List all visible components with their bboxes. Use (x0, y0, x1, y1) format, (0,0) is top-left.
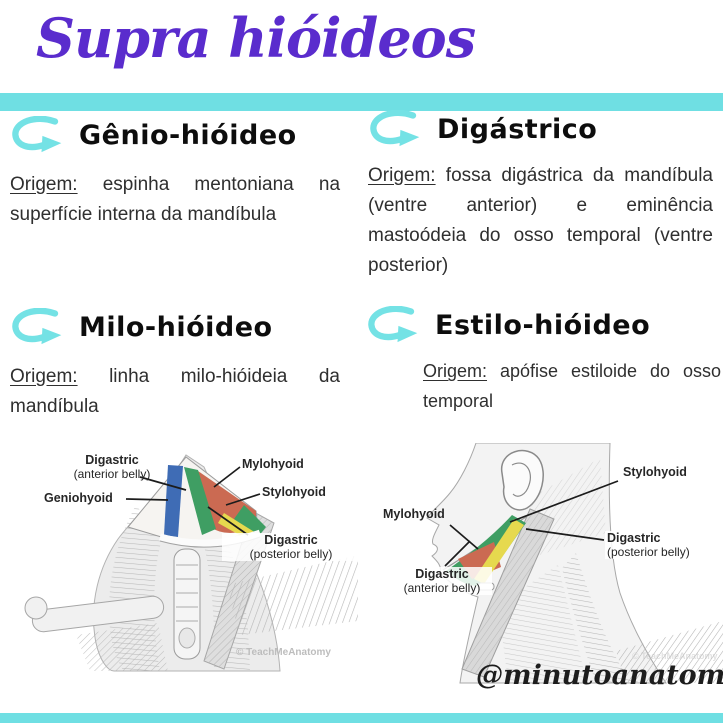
muscle-label-stylohyoid: Stylohyoid (623, 465, 687, 479)
section-digastrico: Digástrico Origem: fossa digástrica da m… (368, 110, 718, 300)
muscle-label-geniohyoid: Geniohyoid (44, 491, 113, 505)
section-genio-hioideo: Gênio-hióideo Origem: espinha mentoniana… (10, 116, 358, 249)
bottom-accent-bar (0, 713, 723, 723)
page-title: Supra hióideos (36, 6, 476, 70)
origin-paragraph: Origem: fossa digástrica da mandíbula (v… (368, 161, 713, 281)
origin-label: Origem: (10, 174, 78, 195)
watermark: © TeachMeAnatomy (632, 651, 718, 661)
instagram-handle: @minutoanatomico (476, 660, 723, 691)
curved-arrow-icon (370, 110, 420, 147)
watermark: © TeachMeAnatomy (236, 647, 331, 658)
muscle-label-digastric-anterior: Digastric (anterior belly) (392, 567, 492, 595)
curved-arrow-icon (368, 306, 418, 343)
section-estilo-hioideo: Estilo-hióideo Origem: apófise estiloide… (366, 306, 721, 434)
top-accent-bar (0, 93, 723, 111)
pointer-lines (125, 466, 261, 536)
origin-text: espinha mentoniana na superfície interna… (10, 174, 341, 225)
origin-label: Origem: (368, 165, 436, 186)
origin-label: Origem: (423, 361, 488, 381)
origin-text: apófise estiloide do osso temporal (423, 361, 721, 411)
curved-arrow-icon (12, 308, 62, 345)
origin-text: linha milo-hióideia da mandíbula (10, 366, 341, 417)
section-title: Digástrico (437, 113, 598, 145)
origin-text: fossa digástrica da mandíbula (ventre an… (368, 165, 714, 276)
muscle-label-stylohyoid: Stylohyoid (262, 485, 326, 499)
muscle-label-digastric-anterior: Digastric (anterior belly) (73, 453, 151, 481)
neck-lateral-illustration (426, 443, 723, 684)
muscle-label-mylohyoid: Mylohyoid (383, 507, 445, 521)
origin-paragraph: Origem: espinha mentoniana na superfície… (10, 170, 340, 230)
origin-paragraph: Origem: linha milo-hióideia da mandíbula (10, 362, 340, 422)
section-title: Gênio-hióideo (79, 119, 297, 151)
muscle-label-digastric-posterior: Digastric (posterior belly) (605, 531, 692, 559)
curved-arrow-icon (12, 116, 62, 153)
figure-left-inferior-view: Digastric (anterior belly) Geniohyoid My… (18, 443, 360, 673)
muscle-label-mylohyoid: Mylohyoid (242, 457, 304, 471)
section-title: Estilo-hióideo (435, 309, 651, 341)
section-milo-hioideo: Milo-hióideo Origem: linha milo-hióideia… (10, 308, 358, 441)
neck-inferior-illustration (24, 454, 358, 672)
origin-paragraph: Origem: apófise estiloide do osso tempor… (423, 356, 721, 416)
pointer-lines (444, 480, 619, 567)
origin-label: Origem: (10, 366, 78, 387)
muscle-label-digastric-posterior: Digastric (posterior belly) (222, 533, 360, 561)
figure-right-lateral-view: Stylohyoid Mylohyoid Digastric (posterio… (380, 443, 723, 693)
section-title: Milo-hióideo (79, 311, 273, 343)
